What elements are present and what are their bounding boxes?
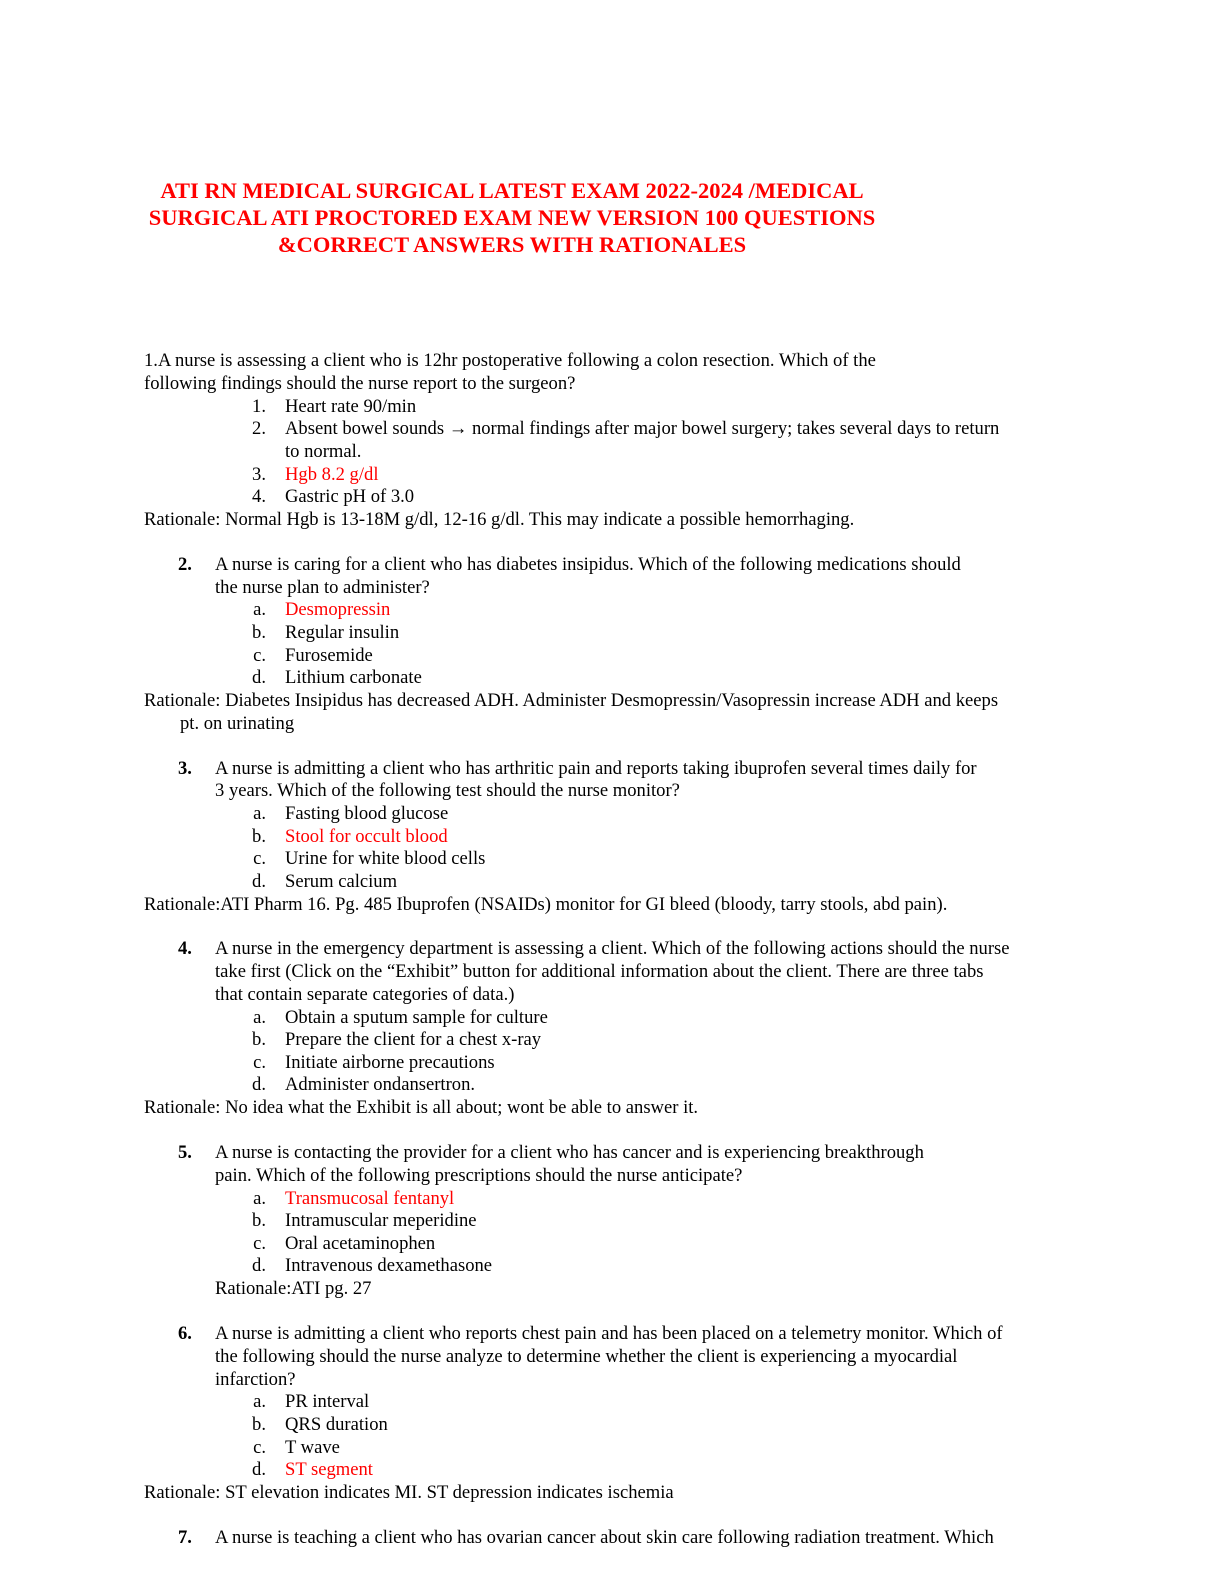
option-label: b. [252, 1029, 266, 1050]
rationale: Rationale:ATI pg. 27 [215, 1278, 372, 1299]
question-text: A nurse is teaching a client who has ova… [215, 1527, 994, 1548]
correct-answer: Hgb 8.2 g/dl [285, 464, 379, 485]
question-text: A nurse is contacting the provider for a… [215, 1142, 924, 1163]
option-label: d. [252, 667, 266, 688]
question-number: 3. [178, 758, 192, 779]
correct-answer: Transmucosal fentanyl [285, 1188, 455, 1209]
correct-answer: Stool for occult blood [285, 826, 448, 847]
question-text: that contain separate categories of data… [215, 984, 515, 1005]
option-label: a. [253, 803, 266, 824]
option-label: b. [252, 1210, 266, 1231]
option-text: PR interval [285, 1391, 370, 1412]
option-label: a. [253, 1391, 266, 1412]
rationale: Rationale:ATI Pharm 16. Pg. 485 Ibuprofe… [144, 894, 948, 915]
rationale: Rationale: ST elevation indicates MI. ST… [144, 1482, 674, 1503]
option-text: Absent bowel sounds → normal findings af… [285, 418, 1000, 439]
option-text: Intramuscular meperidine [285, 1210, 477, 1231]
question-number: 2. [178, 554, 192, 575]
question-text: A nurse is admitting a client who report… [215, 1323, 1003, 1344]
rationale-continued: pt. on urinating [180, 713, 295, 734]
option-text: Oral acetaminophen [285, 1233, 436, 1254]
question-text: following findings should the nurse repo… [144, 373, 576, 394]
correct-answer: ST segment [285, 1459, 373, 1480]
option-label: a. [253, 1007, 266, 1028]
option-label: 2. [252, 418, 266, 439]
option-text: Urine for white blood cells [285, 848, 486, 869]
option-text: Intravenous dexamethasone [285, 1255, 493, 1276]
option-label: d. [252, 871, 266, 892]
question-text: the nurse plan to administer? [215, 577, 430, 598]
question-number: 7. [178, 1527, 192, 1548]
option-label: c. [253, 645, 266, 666]
option-text: T wave [285, 1437, 340, 1458]
option-label: 3. [252, 464, 266, 485]
rationale: Rationale: No idea what the Exhibit is a… [144, 1097, 699, 1118]
option-label: 4. [252, 486, 266, 507]
question-text: A nurse in the emergency department is a… [215, 938, 1010, 959]
question-number: 5. [178, 1142, 192, 1163]
title-line: ATI RN MEDICAL SURGICAL LATEST EXAM 2022… [160, 178, 864, 203]
question-text: A nurse is admitting a client who has ar… [215, 758, 977, 779]
question-text: 3 years. Which of the following test sho… [215, 780, 680, 801]
title-line: SURGICAL ATI PROCTORED EXAM NEW VERSION … [148, 205, 876, 230]
option-label: b. [252, 622, 266, 643]
title-line: &CORRECT ANSWERS WITH RATIONALES [277, 232, 747, 257]
rationale: Rationale: Normal Hgb is 13-18M g/dl, 12… [144, 509, 855, 530]
option-text: Prepare the client for a chest x-ray [285, 1029, 542, 1050]
question-text: take first (Click on the “Exhibit” butto… [215, 961, 984, 982]
question-text: A nurse is caring for a client who has d… [215, 554, 961, 575]
option-label: d. [252, 1459, 266, 1480]
option-text: Fasting blood glucose [285, 803, 449, 824]
option-label: b. [252, 826, 266, 847]
option-text: Administer ondansertron. [285, 1074, 476, 1095]
option-label: d. [252, 1255, 266, 1276]
correct-answer: Desmopressin [285, 599, 391, 620]
option-text: Lithium carbonate [285, 667, 422, 688]
option-text: Initiate airborne precautions [285, 1052, 495, 1073]
document-title: ATI RN MEDICAL SURGICAL LATEST EXAM 2022… [100, 177, 924, 258]
option-label: c. [253, 1233, 266, 1254]
option-label: b. [252, 1414, 266, 1435]
option-text: Heart rate 90/min [285, 396, 417, 417]
option-label: a. [253, 1188, 266, 1209]
option-text: QRS duration [285, 1414, 388, 1435]
option-text: Furosemide [285, 645, 373, 666]
option-text: Serum calcium [285, 871, 398, 892]
option-text: Regular insulin [285, 622, 400, 643]
question-text: pain. Which of the following prescriptio… [215, 1165, 743, 1186]
question-number: 4. [178, 938, 192, 959]
option-label: c. [253, 1437, 266, 1458]
rationale: Rationale: Diabetes Insipidus has decrea… [144, 690, 999, 711]
option-label: c. [253, 848, 266, 869]
question-text: the following should the nurse analyze t… [215, 1346, 958, 1367]
option-text-continued: to normal. [285, 441, 362, 462]
option-label: d. [252, 1074, 266, 1095]
option-label: a. [253, 599, 266, 620]
question-number: 6. [178, 1323, 192, 1344]
option-text: Gastric pH of 3.0 [285, 486, 415, 507]
question-text: 1.A nurse is assessing a client who is 1… [144, 350, 876, 371]
question-text: infarction? [215, 1369, 296, 1390]
option-text: Obtain a sputum sample for culture [285, 1007, 548, 1028]
option-label: 1. [252, 396, 266, 417]
option-label: c. [253, 1052, 266, 1073]
